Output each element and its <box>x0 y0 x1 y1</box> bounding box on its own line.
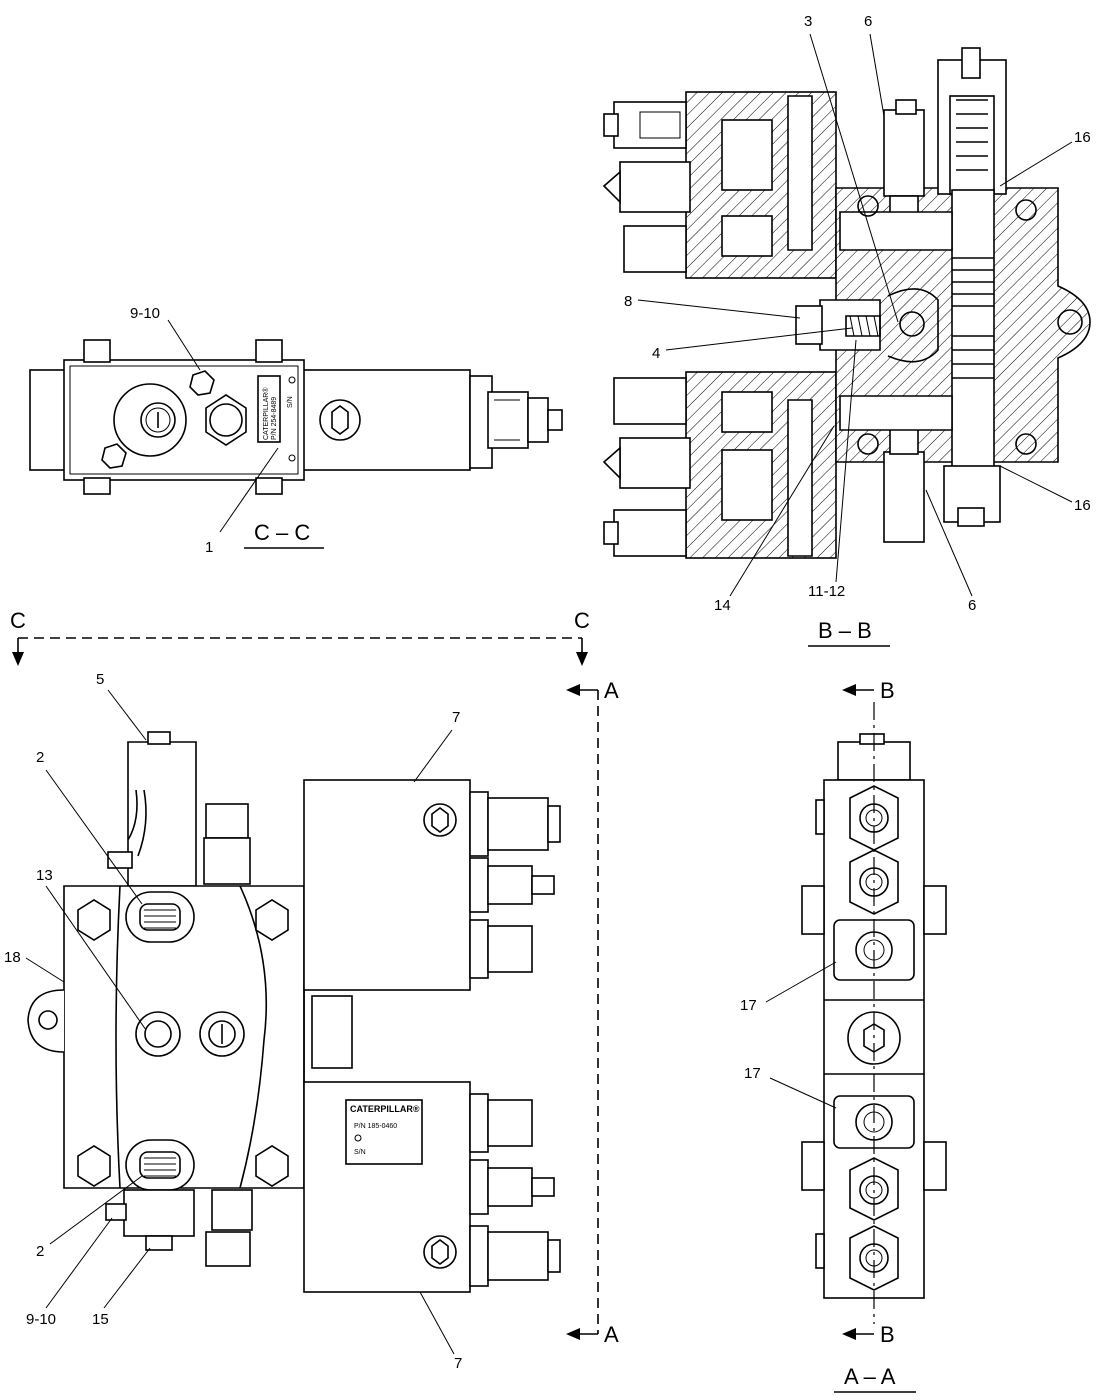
main-plate-brand: CATERPILLAR® <box>350 1104 420 1114</box>
cut-line-a: A A <box>566 678 619 1347</box>
section-label-aa: A – A <box>844 1364 896 1389</box>
callout-bb-14: 14 <box>714 597 731 614</box>
cut-mark-b-top: B <box>880 678 895 703</box>
callout-bb-16-top: 16 <box>1074 129 1091 146</box>
callout-main-5: 5 <box>96 671 104 688</box>
cut-mark-c-left: C <box>10 608 26 633</box>
callout-bb-6-bottom: 6 <box>968 597 976 614</box>
callout-bb-6-top: 6 <box>864 13 872 30</box>
cc-plate-pn: P/N 254-8489 <box>271 397 278 440</box>
callout-main-2-top: 2 <box>36 749 44 766</box>
callout-bb-16-bottom: 16 <box>1074 497 1091 514</box>
callout-main-13: 13 <box>36 867 53 884</box>
callout-bb-4: 4 <box>652 345 660 362</box>
main-view: CATERPILLAR® P/N 185-0460 S/N 5 7 2 13 1… <box>4 671 561 1372</box>
callout-main-7-top: 7 <box>452 709 460 726</box>
callout-main-7-bottom: 7 <box>454 1355 462 1372</box>
callout-bb-11-12: 11-12 <box>808 583 845 600</box>
main-plate-pn: P/N 185-0460 <box>354 1123 397 1130</box>
cc-plate-brand: CATERPILLAR® <box>262 387 270 440</box>
cut-mark-a-top: A <box>604 678 619 703</box>
view-b-b: 3 6 16 8 4 16 14 11-12 6 B – B <box>602 13 1091 647</box>
callout-bb-3: 3 <box>804 13 812 30</box>
view-a-a: B B 17 17 A – A <box>740 678 947 1393</box>
cc-plate-sn: S/N <box>287 396 294 408</box>
callout-main-18: 18 <box>4 949 21 966</box>
view-c-c: CATERPILLAR® P/N 254-8489 S/N 9-10 1 C –… <box>29 305 563 556</box>
callout-cc-9-10: 9-10 <box>130 305 160 322</box>
callout-main-15: 15 <box>92 1311 109 1328</box>
callout-aa-17-top: 17 <box>740 997 757 1014</box>
callout-main-2-bottom: 2 <box>36 1243 44 1260</box>
callout-main-9-10: 9-10 <box>26 1311 56 1328</box>
callout-cc-1: 1 <box>205 539 213 556</box>
callout-bb-8: 8 <box>624 293 632 310</box>
section-label-cc: C – C <box>254 520 310 545</box>
cut-mark-c-right: C <box>574 608 590 633</box>
cut-mark-b-bottom: B <box>880 1322 895 1347</box>
cut-mark-a-bottom: A <box>604 1322 619 1347</box>
cut-line-c: C C <box>10 608 590 666</box>
main-plate-sn: S/N <box>354 1149 366 1156</box>
callout-aa-17-bottom: 17 <box>744 1065 761 1082</box>
section-label-bb: B – B <box>818 618 872 643</box>
